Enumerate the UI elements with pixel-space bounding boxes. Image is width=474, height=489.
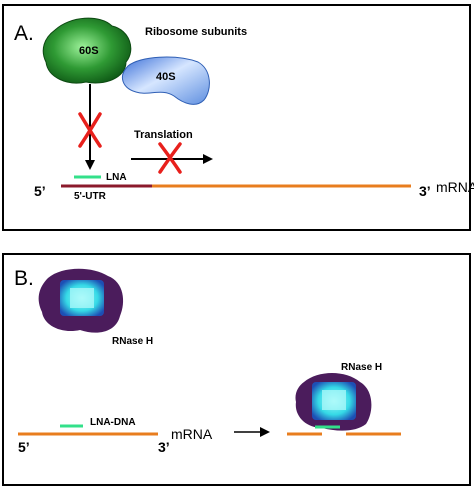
utr-label: 5'-UTR [74, 191, 107, 202]
lna-label: LNA [106, 172, 127, 183]
lna-dna-label: LNA-DNA [90, 417, 136, 428]
subunit-40s-label: 40S [156, 71, 176, 83]
five-prime-b: 5’ [18, 439, 30, 455]
rnase-h-label-bottom: RNase H [341, 362, 382, 373]
subunit-60s-label: 60S [79, 45, 99, 57]
rnase-h-label-top: RNase H [112, 336, 153, 347]
ribosome-subunits-label: Ribosome subunits [145, 26, 247, 38]
mrna-label-a: mRNA [436, 179, 474, 195]
panel-b-frame [2, 253, 471, 486]
panel-b-label: B. [14, 267, 34, 290]
blocked-binding-x-icon [78, 112, 102, 148]
three-prime-a: 3’ [419, 183, 431, 199]
three-prime-b: 3’ [158, 439, 170, 455]
mrna-label-b: mRNA [171, 426, 213, 442]
panel-a: A. 60S Ribosome subunits 40S Translation… [2, 4, 474, 231]
panel-b: B. RNase H LNA-DNA 5’ 3’ mRNA RNase H [2, 253, 471, 486]
rnase-h-enzyme-free [38, 268, 124, 333]
panel-a-label: A. [14, 22, 34, 45]
rnase-h-enzyme-bound [295, 373, 372, 431]
ribosome-60s-subunit: 60S [42, 17, 132, 84]
ribosome-40s-subunit: 40S [121, 56, 210, 105]
translation-label: Translation [134, 129, 193, 141]
blocked-translation-x-icon [158, 142, 182, 174]
five-prime-a: 5’ [34, 183, 46, 199]
